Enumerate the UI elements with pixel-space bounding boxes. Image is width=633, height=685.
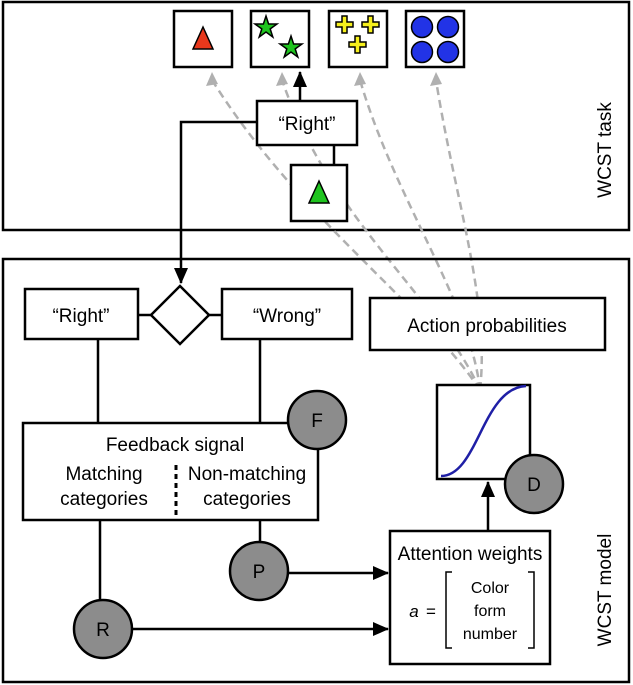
vector-left-bracket [445,571,452,649]
nonmatching-label-2: categories [203,489,291,510]
action-probabilities-box [368,296,607,352]
parameter-p-circle [228,540,290,602]
model-frame [1,257,631,684]
card-blue-circles [404,9,466,69]
parameter-d-label: D [527,475,541,496]
parameter-p-label: P [253,562,266,583]
task-label: WCST task [595,102,616,198]
parameter-r-label: R [96,620,110,641]
model-wrong-label: “Wrong” [253,306,321,327]
model-label: WCST model [595,534,616,647]
parameter-f-label: F [311,411,323,432]
blue-circles-card-icon [410,15,460,64]
feedback-signal-label: Feedback signal [106,435,244,456]
card-red-triangle [172,9,234,69]
nonmatching-label-1: Non-matching [188,464,306,485]
card-green-stars [249,9,311,69]
task-right-label: “Right” [278,114,335,135]
decision-diamond [149,284,211,346]
attention-weights-box [388,529,552,666]
green-triangle-stimulus-icon [307,179,331,204]
task-frame [1,0,631,232]
green-stars-card-icon [252,13,305,59]
action-probabilities-label: Action probabilities [407,316,566,337]
matching-label-2: categories [60,489,148,510]
feedback-signal-box [21,421,320,522]
sigmoid-curve-icon [440,384,527,478]
matching-label-1: Matching [65,464,142,485]
yellow-crosses-card-icon [335,15,380,54]
wcst-task-panel: WCST task [1,0,631,391]
task-right-box: “Right” [255,99,359,147]
parameter-d-circle [503,453,565,515]
feedback-route-arrow [174,120,257,284]
model-right-box [23,287,140,341]
stimulus-card [289,163,349,223]
attention-weights-title: Attention weights [398,544,543,565]
red-triangle-card-icon [191,25,215,50]
vector-number: number [463,626,518,643]
attention-equals: = [426,602,436,621]
model-right-label: “Right” [52,306,109,327]
attention-a-symbol: a [409,602,418,621]
vector-right-bracket [528,571,535,649]
vector-color: Color [471,580,510,597]
card-yellow-crosses [327,9,389,69]
wcst-model-panel: WCST model “Right” “Wrong” Action probab… [1,257,631,684]
parameter-f-circle [286,389,348,451]
vector-form: form [474,603,506,620]
model-wrong-box [220,287,354,341]
